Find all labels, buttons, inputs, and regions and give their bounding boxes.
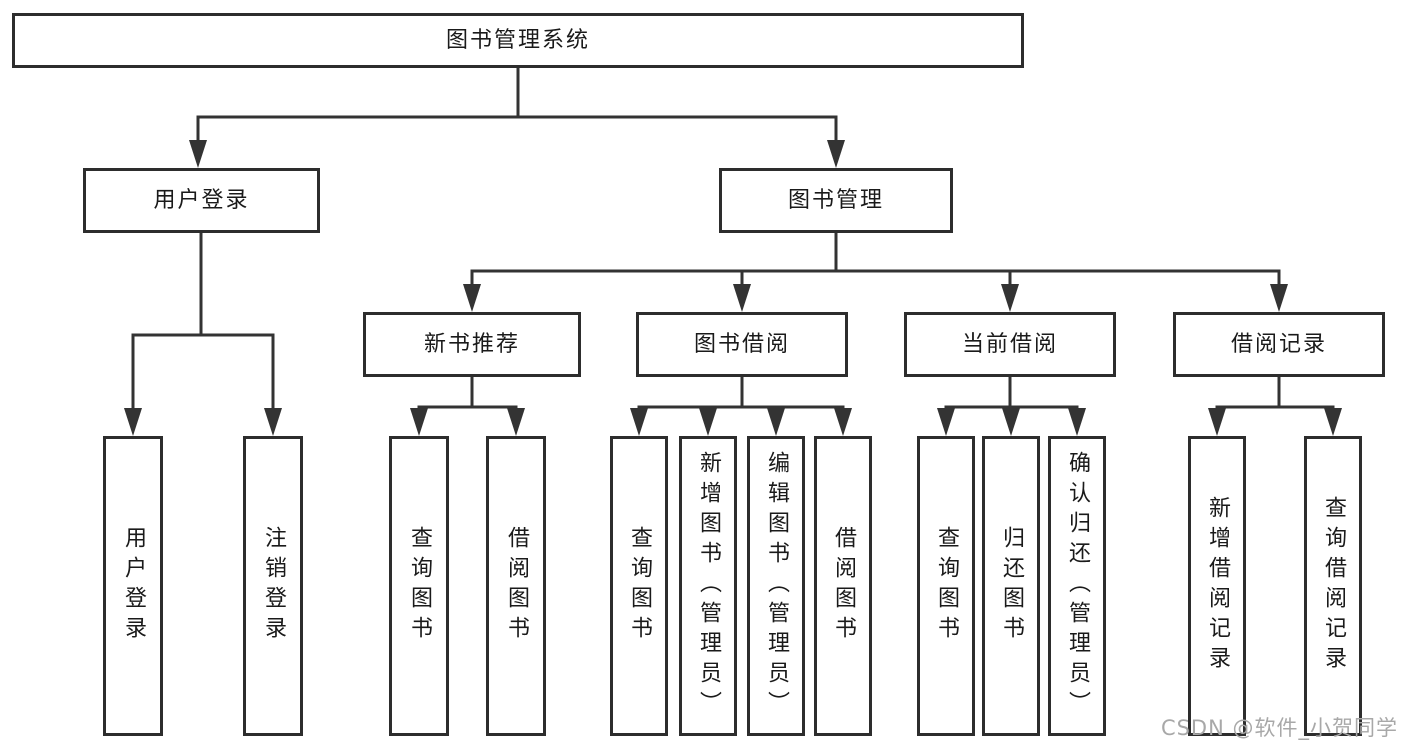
arrowheads: [124, 140, 1342, 436]
leaf-record-query-borrow-record: 查询借阅记录: [1304, 436, 1362, 736]
node-book-management: 图书管理: [719, 168, 953, 233]
leaf-user-login: 用户登录: [103, 436, 163, 736]
leaf-newbook-query-book: 查询图书: [389, 436, 449, 736]
node-user-login: 用户登录: [83, 168, 320, 233]
leaf-logout: 注销登录: [243, 436, 303, 736]
leaf-current-confirm-return-admin: 确认归还（管理员）: [1048, 436, 1106, 736]
node-current-borrow: 当前借阅: [904, 312, 1116, 377]
leaf-current-return-book: 归还图书: [982, 436, 1040, 736]
leaf-borrow-edit-book-admin: 编辑图书（管理员）: [747, 436, 805, 736]
node-new-book-recommend: 新书推荐: [363, 312, 581, 377]
node-root-system: 图书管理系统: [12, 13, 1024, 68]
leaf-newbook-borrow-book: 借阅图书: [486, 436, 546, 736]
leaf-borrow-add-book-admin: 新增图书（管理员）: [679, 436, 737, 736]
leaf-borrow-borrow-book: 借阅图书: [814, 436, 872, 736]
leaf-borrow-query-book: 查询图书: [610, 436, 668, 736]
node-borrow-record: 借阅记录: [1173, 312, 1385, 377]
leaf-record-add-borrow-record: 新增借阅记录: [1188, 436, 1246, 736]
csdn-watermark: CSDN @软件_小贺同学: [1160, 716, 1398, 740]
leaf-current-query-book: 查询图书: [917, 436, 975, 736]
node-book-borrow: 图书借阅: [636, 312, 848, 377]
